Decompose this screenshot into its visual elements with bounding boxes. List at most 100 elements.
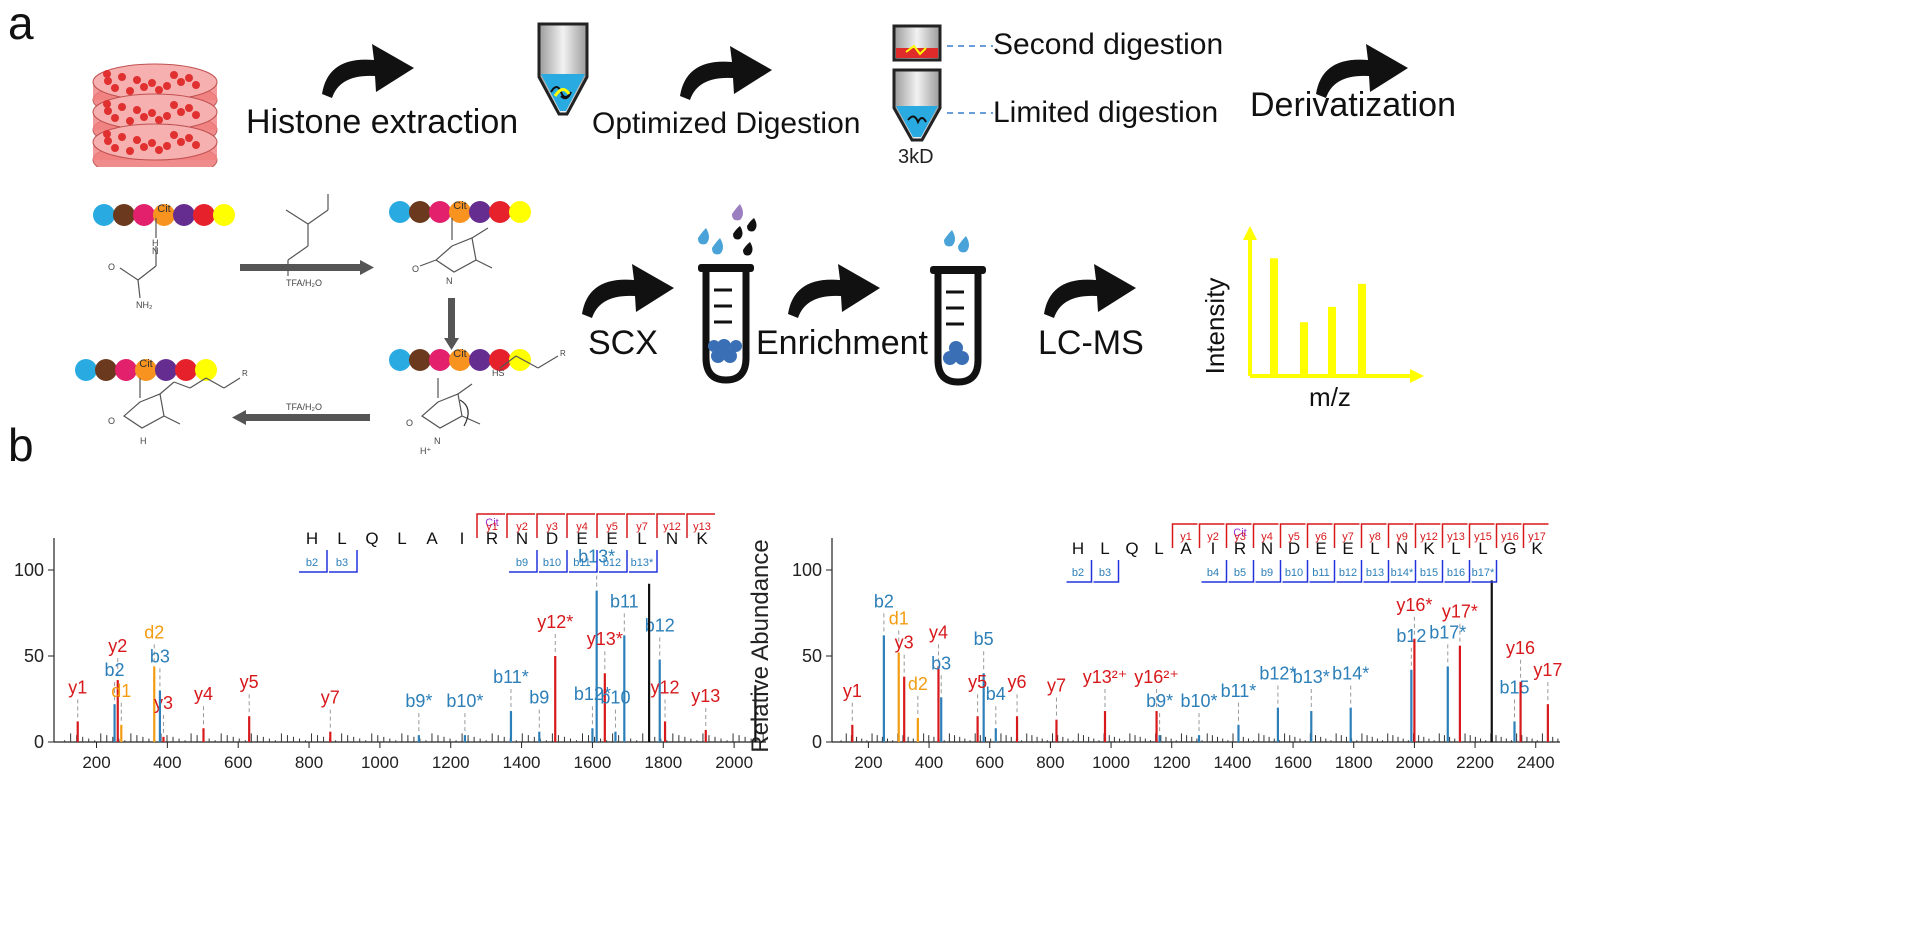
- y-ion-label: y13: [693, 521, 711, 533]
- filter-tube-icon: [892, 24, 942, 142]
- step-derivatization: Derivatization: [1250, 86, 1456, 124]
- sequence-residue: L: [1451, 539, 1460, 558]
- y-ion-label: y7: [636, 521, 648, 533]
- step-second-digestion: Second digestion: [993, 28, 1224, 61]
- sequence-residue: I: [1211, 539, 1216, 558]
- peak-label: b10*: [446, 691, 483, 711]
- peak-label: y3: [895, 633, 914, 653]
- sequence-residue: E: [1342, 539, 1353, 558]
- peak-label: b9*: [1146, 691, 1173, 711]
- peak-label: b12: [1396, 626, 1426, 646]
- y-tick-label: 50: [802, 646, 822, 666]
- reagent-label-1: TFA/H₂O: [286, 278, 322, 288]
- step-limited-digestion: Limited digestion: [993, 96, 1219, 129]
- peak-label: b13*: [1293, 667, 1330, 687]
- peak-label: d1: [889, 609, 909, 629]
- x-tick-label: 2000: [715, 753, 753, 772]
- curved-arrow-icon: [680, 46, 772, 100]
- svg-text:O: O: [108, 416, 115, 426]
- peak-label: y3: [154, 693, 173, 713]
- x-tick-label: 1200: [432, 753, 470, 772]
- y-ion-label: y4: [576, 521, 588, 533]
- b-ion-label: b4: [1207, 567, 1219, 579]
- sequence-residue: Q: [1125, 539, 1138, 558]
- sequence-residue: Q: [365, 529, 378, 548]
- peak-label: b10*: [1181, 691, 1218, 711]
- citrulline-mark: Cit: [1233, 527, 1246, 539]
- b-ion-label: b9: [516, 557, 528, 569]
- digestion-tube-icon: [537, 22, 589, 116]
- b-ion-label: b10: [1285, 567, 1303, 579]
- y-ion-label: y3: [546, 521, 558, 533]
- b-ion-label: b12: [1339, 567, 1357, 579]
- x-tick-label: 1400: [503, 753, 541, 772]
- peak-label: y4: [929, 622, 948, 642]
- cell-culture-dish-icon: [92, 63, 218, 167]
- y-ion-label: y5: [1288, 531, 1300, 543]
- b-ion-label: b13: [1366, 567, 1384, 579]
- peak-label: y7: [321, 688, 340, 708]
- peak-label: b12*: [574, 684, 611, 704]
- step-optimized-digestion: Optimized Digestion: [592, 107, 861, 140]
- x-tick-label: 400: [915, 753, 943, 772]
- sequence-residue: L: [637, 529, 646, 548]
- peak-label: b5: [974, 629, 994, 649]
- sequence-residue: D: [1288, 539, 1300, 558]
- y-ion-label: y16: [1501, 531, 1519, 543]
- peak-label: y5: [968, 672, 987, 692]
- b-ion-label: b13*: [631, 557, 654, 569]
- filter-size-label: 3kD: [898, 146, 934, 168]
- sequence-residue: A: [426, 529, 438, 548]
- y-ion-label: y15: [1474, 531, 1492, 543]
- sequence-residue: R: [486, 529, 498, 548]
- y-ion-label: y12: [1420, 531, 1438, 543]
- peak-label: d1: [111, 681, 131, 701]
- peak-label: y7: [1047, 676, 1066, 696]
- sequence-residue: A: [1180, 539, 1192, 558]
- sequence-residue: K: [1531, 539, 1543, 558]
- y-ion-label: y7: [1342, 531, 1354, 543]
- svg-text:NH₂: NH₂: [136, 300, 153, 310]
- x-tick-label: 600: [976, 753, 1004, 772]
- peak-label: b2: [874, 591, 894, 611]
- citrulline-label: Cit: [453, 348, 466, 360]
- b-ion-label: b10: [543, 557, 561, 569]
- scx-column-icon: [698, 204, 757, 384]
- sequence-residue: H: [306, 529, 318, 548]
- b-ion-label: b11: [1312, 567, 1330, 579]
- mini-plot-ylabel: Intensity: [1200, 278, 1230, 375]
- citrulline-mark: Cit: [485, 517, 498, 529]
- sequence-residue: E: [606, 529, 617, 548]
- peak-label: b12: [645, 615, 675, 635]
- b-ion-label: b11: [573, 557, 591, 569]
- peak-label: b9*: [405, 691, 432, 711]
- peak-label: y6: [1008, 672, 1027, 692]
- y-ion-label: y2: [1207, 531, 1219, 543]
- x-tick-label: 200: [854, 753, 882, 772]
- x-tick-label: 800: [295, 753, 323, 772]
- peak-label: y16²⁺: [1134, 667, 1179, 687]
- citrulline-label: Cit: [157, 203, 170, 215]
- svg-text:O: O: [108, 262, 115, 272]
- panel-label-a: a: [8, 0, 34, 49]
- step-lcms: LC-MS: [1038, 324, 1144, 362]
- peak-label: b11*: [1221, 681, 1257, 701]
- x-tick-label: 2400: [1517, 753, 1555, 772]
- curved-arrow-icon: [582, 264, 674, 318]
- mini-plot-bar: [1270, 258, 1278, 376]
- y-ion-label: y13: [1447, 531, 1465, 543]
- y-ion-label: y6: [1315, 531, 1327, 543]
- x-tick-label: 2200: [1456, 753, 1494, 772]
- x-tick-label: 1000: [361, 753, 399, 772]
- peak-label: y4: [194, 684, 213, 704]
- step-enrichment: Enrichment: [756, 324, 928, 362]
- sequence-residue: N: [1396, 539, 1408, 558]
- sequence-residue: I: [460, 529, 465, 548]
- x-tick-label: 1600: [1274, 753, 1312, 772]
- peak-label: b3: [150, 646, 170, 666]
- svg-text:O: O: [412, 264, 419, 274]
- peak-label: d2: [144, 622, 164, 642]
- peak-label: y16: [1506, 638, 1535, 658]
- peak-label: b11: [610, 591, 639, 611]
- y-ion-label: y1: [486, 521, 498, 533]
